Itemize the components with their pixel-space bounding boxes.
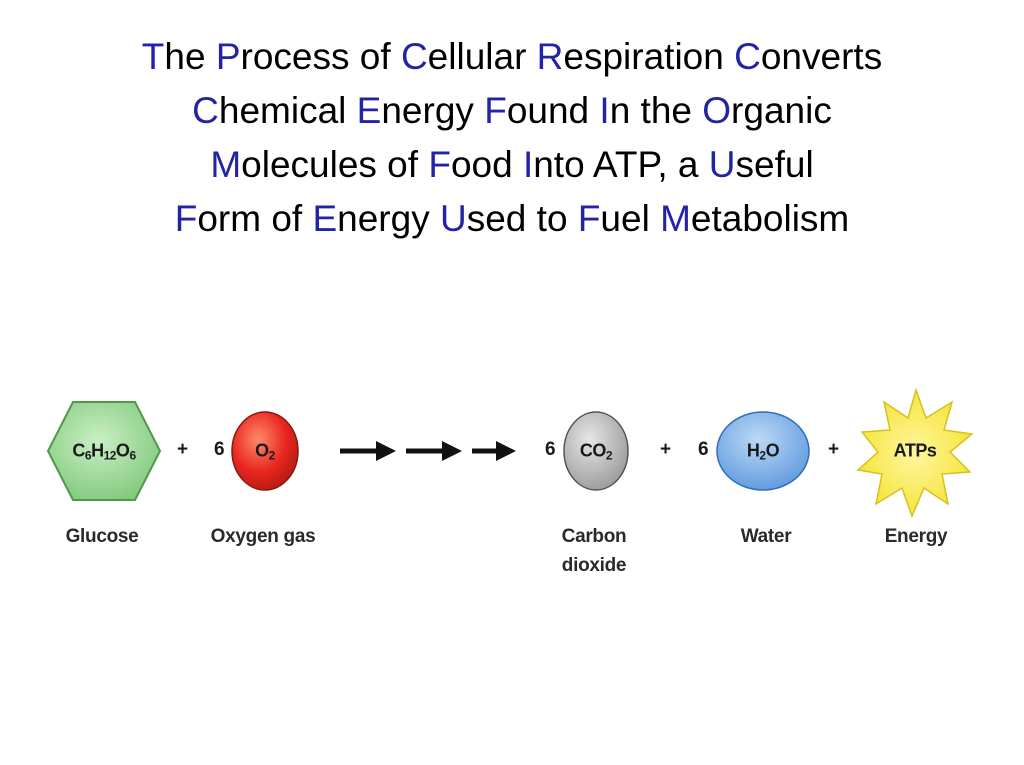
title-word-rest: nergy xyxy=(381,90,485,131)
oxygen-formula: O2 xyxy=(255,441,275,462)
equation-shapes xyxy=(46,387,974,519)
title-line-3: Molecules of Food Into ATP, a Useful xyxy=(0,138,1024,192)
glucose-sub-o: 6 xyxy=(129,448,136,463)
title-initial: O xyxy=(702,90,732,131)
title-word-rest: sed to xyxy=(466,198,578,239)
title-initial: E xyxy=(312,198,338,239)
co2-formula-co: CO xyxy=(579,440,607,461)
title-word-rest: uel xyxy=(600,198,661,239)
water-molecule xyxy=(716,411,810,491)
title-word-rest: rocess of xyxy=(240,36,401,77)
glucose-hexagon xyxy=(46,401,162,501)
title-word-rest: nergy xyxy=(337,198,440,239)
co2-coefficient: 6 xyxy=(545,439,556,460)
title-line-1: The Process of Cellular Respiration Conv… xyxy=(0,30,1024,84)
energy-label: Energy xyxy=(884,526,948,547)
title-initial: C xyxy=(192,90,219,131)
water-label: Water xyxy=(740,526,792,547)
co2-label-line2: dioxide xyxy=(561,555,627,576)
title-initial: U xyxy=(440,198,467,239)
glucose-sub-c: 6 xyxy=(84,448,92,463)
title-word-rest: ood xyxy=(450,144,523,185)
water-formula: H2O xyxy=(746,440,780,463)
title-word-rest: hemical xyxy=(218,90,357,131)
title-initial: F xyxy=(577,198,601,239)
water-formula-o: O xyxy=(765,440,780,461)
reaction-arrows xyxy=(340,441,516,461)
title-line-2: Chemical Energy Found In the Organic xyxy=(0,84,1024,138)
title-initial: F xyxy=(428,144,451,185)
title-initial: I xyxy=(599,90,610,131)
title-initial: C xyxy=(734,36,761,77)
plus-sign-2: + xyxy=(660,439,672,460)
water-formula-h: H xyxy=(746,440,760,461)
title-word-rest: he xyxy=(164,36,216,77)
respiration-equation: C6H12O6 + 6 O2 6 CO2 + 6 H2O + ATPs Gluc… xyxy=(0,380,1024,610)
oxygen-label: Oxygen gas xyxy=(210,526,316,547)
title-word-rest: ound xyxy=(506,90,600,131)
title-word-rest: olecules of xyxy=(241,144,429,185)
title-word-rest: orm of xyxy=(197,198,313,239)
co2-formula: CO2 xyxy=(579,440,613,463)
slide-title: The Process of Cellular Respiration Conv… xyxy=(0,30,1024,246)
title-initial: E xyxy=(356,90,382,131)
title-initial: T xyxy=(141,36,165,77)
title-initial: C xyxy=(400,36,428,77)
water-sub: 2 xyxy=(759,448,766,463)
glucose-formula-c: C xyxy=(72,440,85,461)
title-initial: I xyxy=(522,144,534,185)
atp-starburst-icon xyxy=(856,387,974,519)
co2-sub: 2 xyxy=(605,448,613,463)
title-initial: M xyxy=(660,198,691,239)
title-word-rest: ellular xyxy=(427,36,537,77)
title-initial: M xyxy=(210,144,242,185)
oxygen-formula-o: O xyxy=(255,440,269,461)
glucose-label: Glucose xyxy=(65,526,139,547)
title-word-rest: rganic xyxy=(731,90,832,131)
glucose-formula-h: H xyxy=(91,440,104,461)
plus-sign-1: + xyxy=(177,439,189,460)
oxygen-coefficient: 6 xyxy=(214,439,225,460)
title-line-4: Form of Energy Used to Fuel Metabolism xyxy=(0,192,1024,246)
title-initial: P xyxy=(215,36,241,77)
title-word-rest: seful xyxy=(735,144,814,185)
title-word-rest: n the xyxy=(609,90,703,131)
title-initial: R xyxy=(536,36,564,77)
title-initial: F xyxy=(174,198,198,239)
glucose-formula-o: O xyxy=(115,440,130,461)
oxygen-molecule xyxy=(231,411,299,491)
title-initial: U xyxy=(708,144,736,185)
glucose-formula: C6H12O6 xyxy=(72,440,136,463)
carbon-dioxide-molecule xyxy=(563,411,629,491)
oxygen-sub: 2 xyxy=(268,448,276,463)
co2-label-line1: Carbon xyxy=(561,526,627,547)
title-word-rest: espiration xyxy=(563,36,735,77)
title-initial: F xyxy=(484,90,507,131)
plus-sign-3: + xyxy=(828,439,840,460)
title-word-rest: etabolism xyxy=(690,198,850,239)
atp-formula: ATPs xyxy=(893,440,937,461)
water-coefficient: 6 xyxy=(698,439,709,460)
glucose-sub-h: 12 xyxy=(103,448,117,463)
title-word-rest: onverts xyxy=(760,36,883,77)
co2-label: Carbon dioxide xyxy=(562,522,627,580)
title-word-rest: nto ATP, a xyxy=(533,144,709,185)
